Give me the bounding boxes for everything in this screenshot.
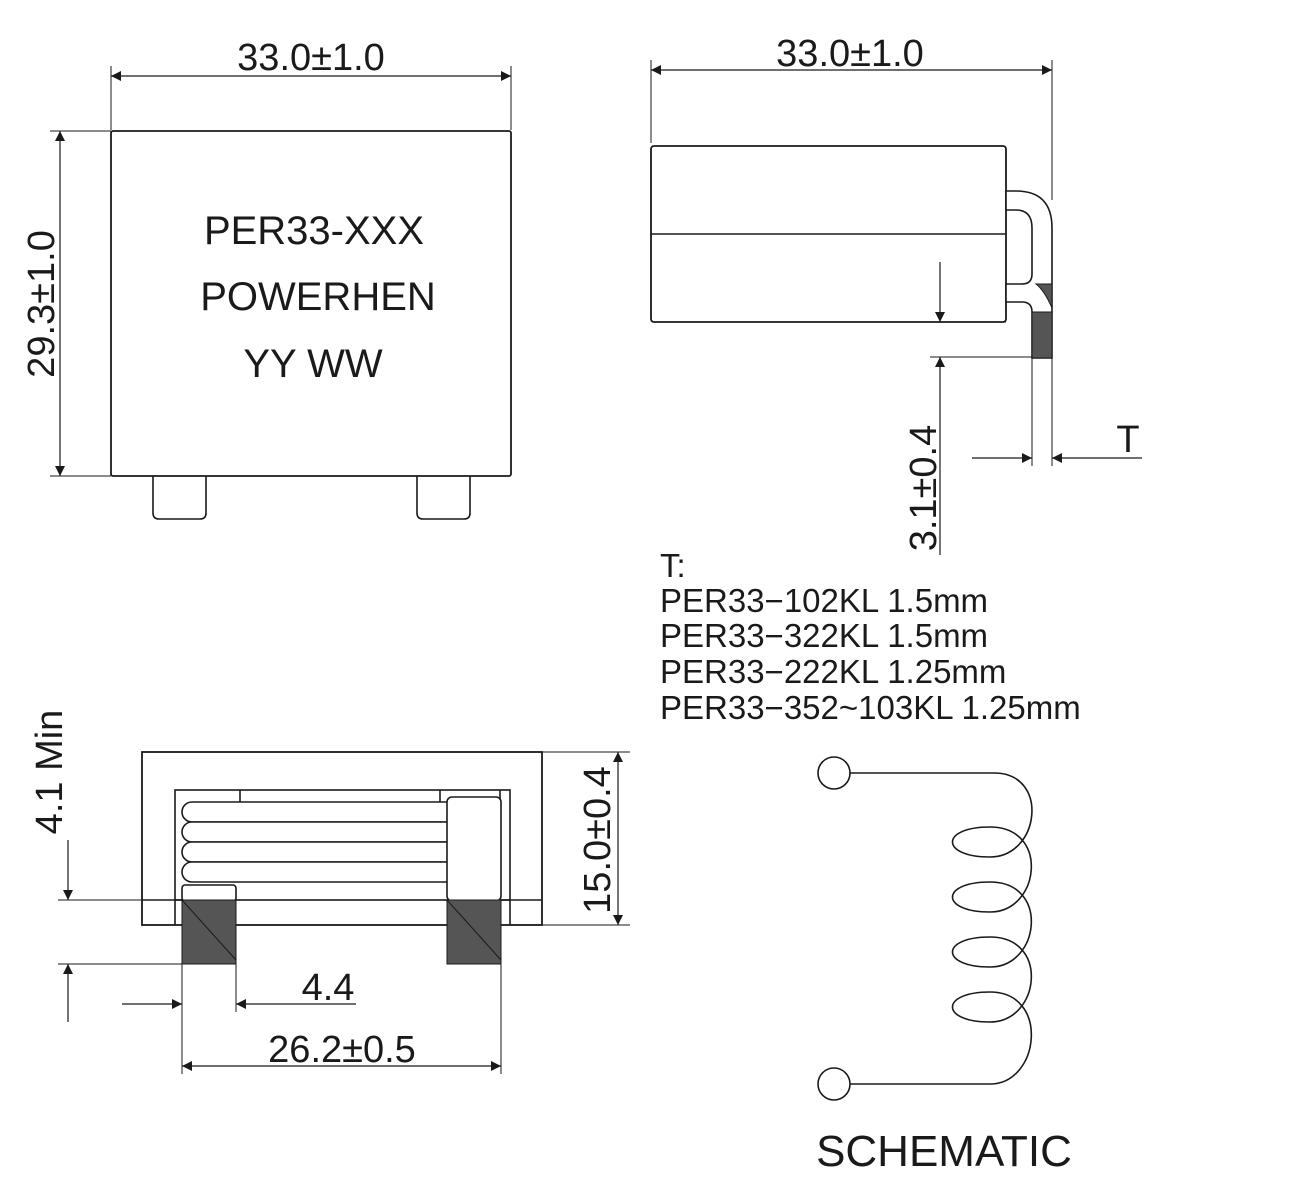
thickness-table: T: PER33−102KL 1.5mm PER33−322KL 1.5mm P… xyxy=(660,547,1081,726)
thickness-table-heading: T: xyxy=(660,547,686,584)
side-width-dim: 33.0±1.0 xyxy=(776,33,924,75)
thickness-row-1: PER33−102KL 1.5mm xyxy=(660,582,988,619)
terminal-height-dim: 3.1±0.4 xyxy=(903,425,945,552)
thickness-label: T xyxy=(1116,419,1139,461)
schematic-label: SCHEMATIC xyxy=(816,1127,1072,1176)
pad-width-dim: 4.4 xyxy=(302,967,355,1009)
bottom-height-dim: 15.0±0.4 xyxy=(577,766,619,914)
bottom-view: 4.1 Min 15.0±0.4 4.4 26.2±0.5 xyxy=(29,710,630,1074)
schematic-terminal-bottom xyxy=(817,1067,851,1101)
marking-line-1: PER33-XXX xyxy=(204,209,424,253)
schematic-coil xyxy=(850,772,1033,1085)
marking-line-2: POWERHEN xyxy=(200,275,436,319)
marking-line-3: YY WW xyxy=(243,342,383,386)
thickness-row-4: PER33−352~103KL 1.25mm xyxy=(660,689,1081,726)
front-height-dim: 29.3±1.0 xyxy=(21,230,63,378)
min-dim: 4.1 Min xyxy=(29,710,71,835)
front-view: 33.0±1.0 29.3±1.0 PER33-XXX POWERHEN YY … xyxy=(21,37,512,520)
side-terminal-pad xyxy=(1031,311,1053,359)
schematic-terminal-top xyxy=(817,756,851,790)
front-width-dim: 33.0±1.0 xyxy=(237,37,385,79)
schematic: SCHEMATIC xyxy=(816,756,1072,1176)
side-view: 33.0±1.0 3.1±0.4 T xyxy=(650,33,1142,555)
thickness-row-3: PER33−222KL 1.25mm xyxy=(660,653,1006,690)
thickness-row-2: PER33−322KL 1.5mm xyxy=(660,617,988,654)
pitch-dim: 26.2±0.5 xyxy=(268,1029,416,1071)
front-body xyxy=(110,130,512,477)
front-foot-left xyxy=(152,476,207,520)
front-foot-right xyxy=(416,476,471,520)
coil-windings xyxy=(181,790,501,900)
